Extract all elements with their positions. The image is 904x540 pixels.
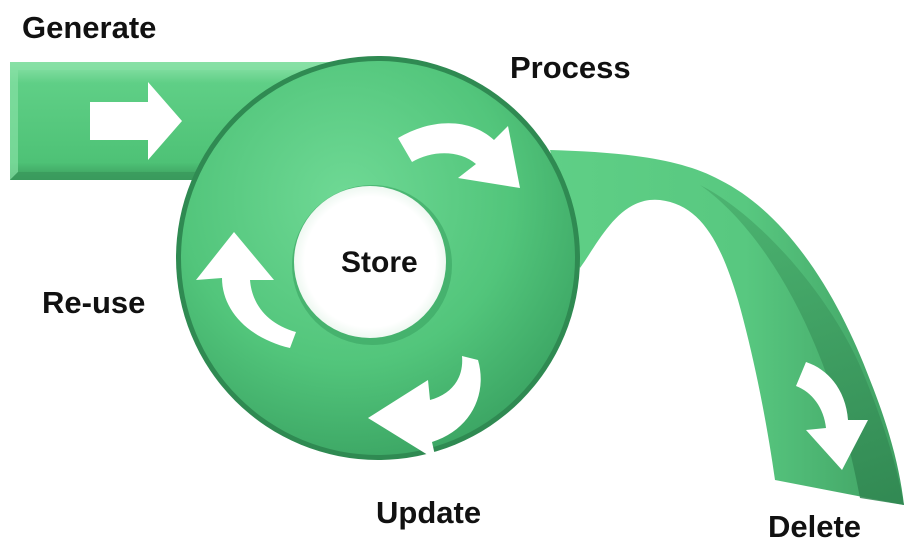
update-label: Update bbox=[376, 495, 482, 530]
curved-arrow-icon bbox=[368, 356, 481, 460]
store-label: Store bbox=[341, 246, 418, 279]
generate-label: Generate bbox=[22, 10, 157, 45]
store-hub bbox=[294, 186, 446, 338]
curved-arrow-icon bbox=[196, 232, 296, 348]
delete-label: Delete bbox=[768, 509, 862, 540]
process-label: Process bbox=[510, 50, 631, 85]
reuse-label: Re-use bbox=[42, 285, 146, 320]
right-arrow-icon bbox=[90, 82, 182, 160]
curved-arrow-icon bbox=[398, 123, 520, 188]
down-arrow-icon bbox=[796, 362, 868, 470]
